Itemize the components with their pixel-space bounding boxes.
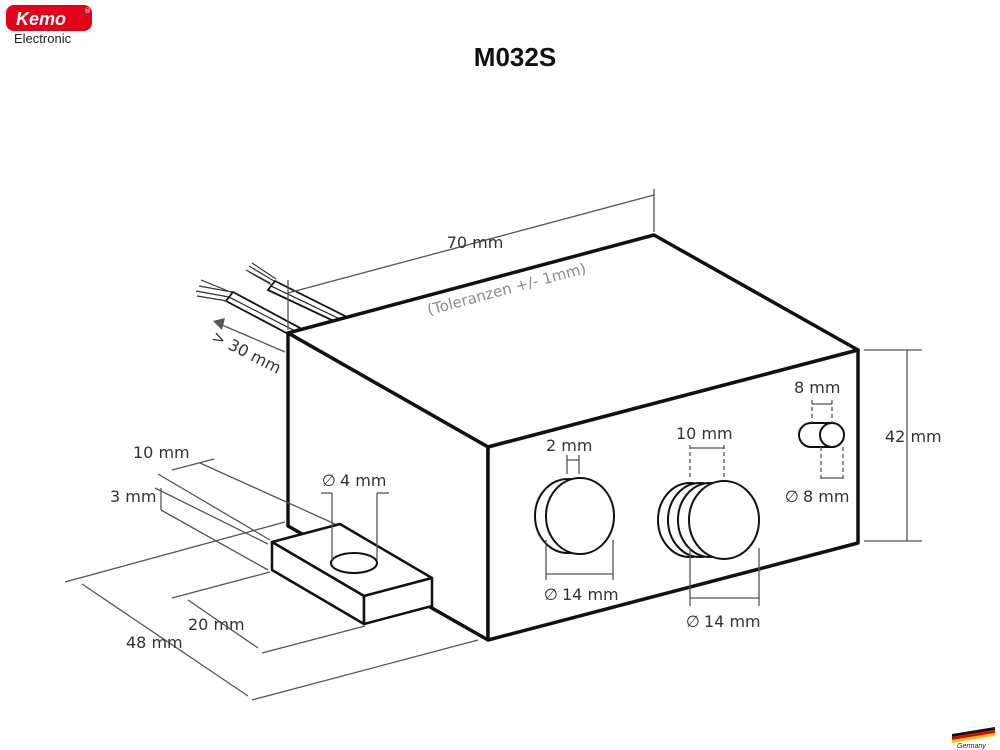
mounting-tab [270,522,434,626]
dim-knob-left-diameter-label: 14 mm [562,585,619,604]
svg-text:∅: ∅ [544,585,558,604]
dim-tab-height: 3 mm [110,487,269,571]
kemo-logo: Kemo ® Electronic [6,5,92,46]
made-in-label: Germany [957,743,986,750]
logo-badge [6,5,92,31]
dim-depth-label: 48 mm [126,633,183,652]
page-title: M032S [474,42,556,72]
led-indicator [798,422,845,448]
svg-text:∅: ∅ [686,612,700,631]
dim-led-diameter-label: 8 mm [803,487,849,506]
svg-text:∅: ∅ [785,487,799,506]
knob-left[interactable] [534,477,615,555]
dim-hole: ∅ 4 mm [321,471,389,560]
dim-height: 42 mm [864,349,942,542]
dim-knob-left-depth-label: 2 mm [546,436,592,455]
dim-tab-height-label: 3 mm [110,487,156,506]
made-in-germany-badge: Germany [952,727,995,750]
dim-tab-offset-label: 20 mm [188,615,245,634]
cables [195,262,347,339]
dim-knob-left: 2 mm ∅ 14 mm [544,436,619,604]
dim-tab-offset: 20 mm [171,571,366,654]
svg-text:®: ® [84,7,91,15]
dim-height-label: 42 mm [885,427,942,446]
dim-tab-width-label: 10 mm [133,443,190,462]
dim-hole-label: 4 mm [340,471,386,490]
dim-tab-width: 10 mm [133,443,336,541]
mounting-hole [330,552,378,574]
dim-knob-right: 10 mm ∅ 14 mm [676,424,761,631]
dim-knob-right-diameter-label: 14 mm [704,612,761,631]
dim-led: 8 mm ∅ 8 mm [785,378,849,506]
svg-text:∅: ∅ [322,471,336,490]
dim-length-label: 70 mm [447,233,504,252]
dim-cable-label: > 30 mm [209,327,285,378]
logo-brand-name: Kemo [16,9,66,29]
knob-right[interactable] [657,480,760,560]
dim-led-depth-label: 8 mm [794,378,840,397]
logo-subtitle: Electronic [14,31,72,46]
dim-knob-right-depth-label: 10 mm [676,424,733,443]
dim-depth: 48 mm [64,521,479,701]
